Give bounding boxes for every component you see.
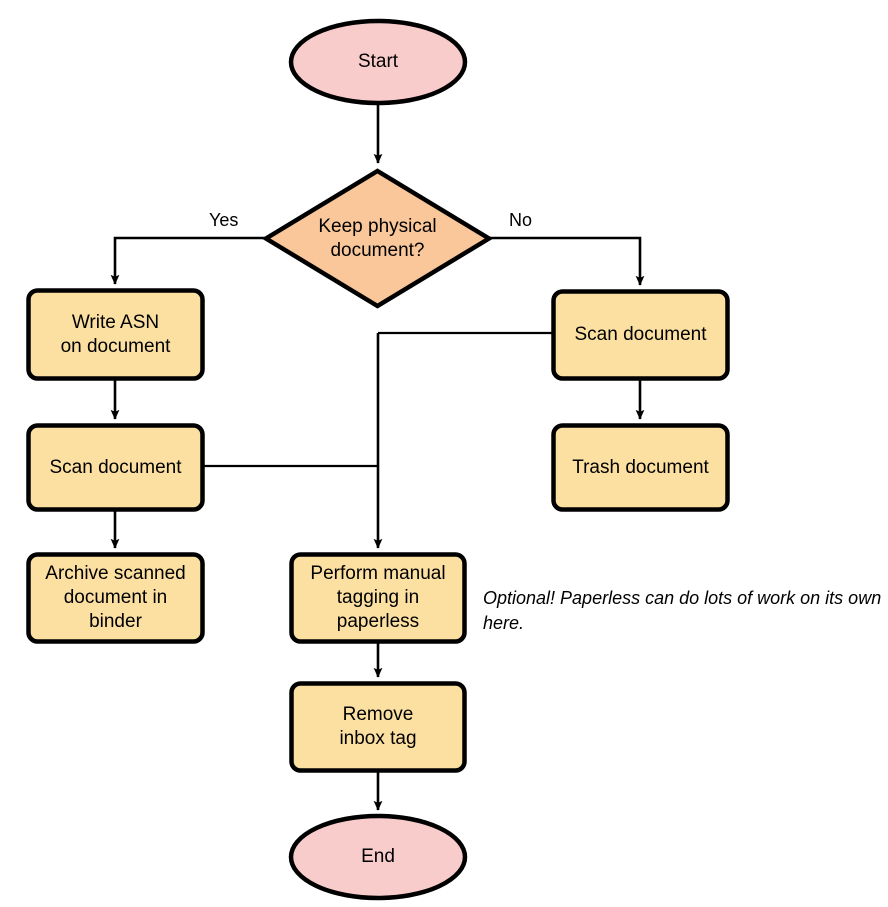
node-perform-manual-tagging[interactable] <box>289 552 467 644</box>
node-end[interactable] <box>288 813 468 901</box>
edge-label-yes: Yes <box>209 210 239 230</box>
node-scan-document-left[interactable] <box>26 423 205 512</box>
node-keep-physical-document[interactable] <box>261 168 494 309</box>
node-scan-document-right[interactable] <box>551 289 730 381</box>
edge-label-no: No <box>509 210 533 230</box>
optional-note-text: Optional! Paperless can do lots of work … <box>483 588 882 633</box>
edge-decision-no-to-scan-right <box>490 236 645 286</box>
node-write-asn[interactable] <box>26 288 205 381</box>
node-trash-document[interactable] <box>551 423 730 512</box>
node-start[interactable] <box>288 18 468 106</box>
node-archive-scanned-document[interactable] <box>26 552 205 644</box>
edge-decision-yes-to-write-asn <box>110 236 265 285</box>
node-remove-inbox-tag[interactable] <box>289 681 467 773</box>
